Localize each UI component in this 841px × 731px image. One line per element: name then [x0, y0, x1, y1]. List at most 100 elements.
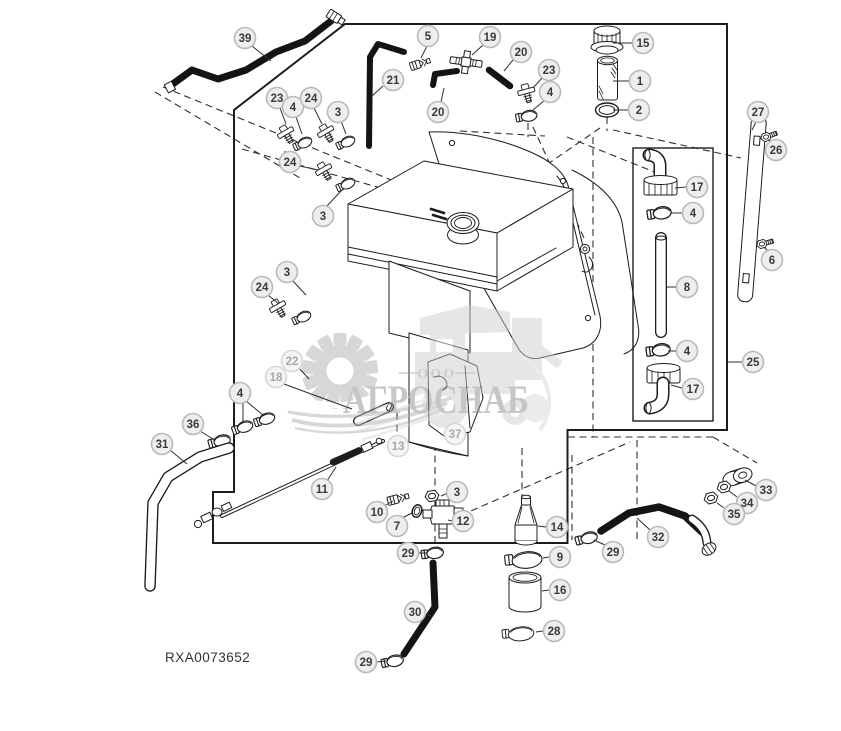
leader-line — [542, 556, 550, 559]
callout-bubble — [746, 100, 770, 124]
leader-line — [295, 116, 303, 135]
callout-bubble — [722, 502, 746, 526]
elbow-17-top — [642, 148, 678, 196]
gear-tooth — [365, 360, 379, 375]
watermark-prefix: ООО — [417, 366, 456, 381]
dashed-line — [612, 129, 742, 159]
callout-12: 12 — [447, 509, 475, 533]
dashed-line — [449, 441, 631, 521]
callout-bubble — [354, 650, 378, 674]
callout-number: 24 — [256, 282, 269, 294]
callout-number: 24 — [305, 93, 318, 105]
cross-fitting-19 — [449, 50, 483, 75]
callout-3: 3 — [440, 480, 469, 504]
leader-line — [537, 525, 547, 528]
leader-line — [674, 186, 687, 189]
callout-number: 29 — [402, 548, 415, 560]
callout-number: 4 — [690, 208, 697, 220]
leader-line — [532, 77, 543, 89]
hose-21 — [366, 41, 407, 149]
leader-line — [744, 479, 757, 487]
callout-number: 34 — [741, 498, 754, 510]
callout-17: 17 — [670, 377, 705, 401]
callout-bubble — [741, 350, 765, 374]
callout-number: 4 — [237, 388, 244, 400]
strap-27 — [737, 115, 767, 303]
callout-bubble — [478, 25, 502, 49]
callout-bubble — [542, 619, 566, 643]
callout-number: 5 — [425, 31, 432, 43]
callout-bubble — [299, 86, 323, 110]
callout-4: 4 — [532, 80, 562, 111]
callout-bubble — [381, 68, 405, 92]
callout-39: 39 — [233, 26, 272, 62]
callout-number: 4 — [547, 87, 554, 99]
callout-number: 13 — [392, 441, 405, 453]
callout-7: 7 — [385, 512, 413, 538]
callout-28: 28 — [535, 619, 566, 643]
parts-art — [144, 8, 779, 670]
callout-bubble — [280, 349, 304, 373]
callout-bubble — [754, 478, 778, 502]
enclosure-outline — [212, 23, 728, 544]
dashed-line — [162, 86, 456, 207]
clamp-4-lower — [644, 341, 672, 359]
main-boundary — [212, 23, 728, 544]
callout-number: 3 — [320, 211, 326, 223]
callout-3: 3 — [326, 100, 350, 135]
callout-bubble — [443, 422, 467, 446]
filler-neck — [446, 212, 480, 245]
o-ring-7 — [411, 503, 423, 519]
callout-number: 24 — [284, 157, 297, 169]
leader-line — [299, 165, 319, 171]
callout-21: 21 — [371, 68, 405, 97]
leader-line — [751, 121, 757, 131]
leader-line — [541, 589, 550, 592]
callout-bubble — [545, 515, 569, 539]
clamp-28 — [501, 625, 535, 644]
callout-25: 25 — [728, 350, 765, 374]
callout-number: 25 — [747, 357, 760, 369]
callout-number: 37 — [449, 429, 462, 441]
hose-30 — [400, 559, 439, 658]
leader-line — [420, 45, 428, 59]
cup-16 — [508, 571, 542, 613]
callout-bubble — [681, 377, 705, 401]
callout-bubble — [627, 98, 651, 122]
callout-31: 31 — [150, 432, 188, 465]
callout-bubble — [537, 58, 561, 82]
callout-bubble — [228, 381, 252, 405]
callout-bubble — [386, 434, 410, 458]
leader-line — [532, 99, 546, 111]
callout-37: 37 — [443, 422, 467, 446]
dashed-line — [566, 136, 663, 176]
callout-4: 4 — [671, 201, 705, 225]
nut-35 — [702, 490, 720, 506]
leader-line — [326, 466, 337, 482]
callout-20: 20 — [426, 87, 450, 124]
callout-bubble — [426, 100, 450, 124]
callout-19: 19 — [471, 25, 502, 56]
elbow-17-bottom — [643, 363, 681, 415]
gear-tooth — [301, 360, 315, 375]
callout-number: 29 — [607, 547, 620, 559]
callout-15: 15 — [613, 31, 655, 55]
clamp-9 — [503, 549, 544, 571]
callout-bubble — [601, 540, 625, 564]
callout-number: 16 — [554, 585, 567, 597]
callout-number: 26 — [770, 145, 783, 157]
callout-bubble — [631, 31, 655, 55]
callout-number: 3 — [454, 487, 460, 499]
callout-number: 20 — [432, 107, 445, 119]
leader-line — [670, 384, 683, 389]
callout-20: 20 — [503, 40, 533, 72]
callout-bubble — [233, 26, 257, 50]
callout-number: 35 — [728, 509, 741, 521]
callout-26: 26 — [764, 138, 788, 162]
callout-23: 23 — [532, 58, 561, 89]
callout-24: 24 — [250, 275, 280, 305]
leader-line — [447, 519, 453, 522]
filter-1 — [597, 55, 618, 101]
callout-number: 9 — [557, 552, 563, 564]
